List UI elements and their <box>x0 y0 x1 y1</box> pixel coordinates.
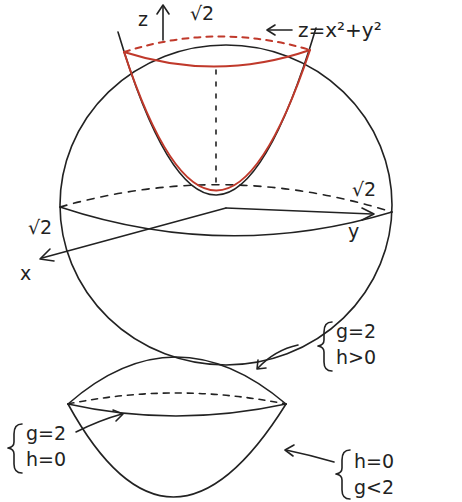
axis-label: z <box>138 10 148 29</box>
condition-label: h>0 <box>336 348 376 367</box>
condition-label: g=2 <box>26 424 66 443</box>
value-label: √2 <box>352 180 376 199</box>
value-label: √2 <box>28 218 52 237</box>
condition-label: h=0 <box>354 452 394 471</box>
leader-line <box>268 29 292 31</box>
brace <box>318 322 332 371</box>
leader-line <box>258 345 298 368</box>
value-label: √2 <box>190 4 214 23</box>
brace <box>336 450 350 499</box>
y-arrowhead <box>362 208 374 220</box>
equator-front <box>60 207 392 236</box>
y-axis <box>226 208 372 214</box>
x-axis <box>42 208 226 258</box>
surface-equation: z=x²+y² <box>298 20 382 40</box>
leader-arrowhead <box>257 360 266 369</box>
z-axis-inside <box>215 70 217 188</box>
x-arrowhead <box>40 249 54 261</box>
cap-rim-front <box>124 50 310 67</box>
condition-label: g=2 <box>336 322 376 341</box>
brace <box>8 424 22 473</box>
z-axis <box>162 6 164 40</box>
solid-top-dome <box>68 357 286 404</box>
axis-label: y <box>348 222 359 241</box>
z-arrowhead <box>157 5 169 14</box>
solid-rim-back <box>68 393 286 404</box>
solid-rim-front <box>68 404 286 416</box>
axis-label: x <box>20 264 31 283</box>
leader-arrowhead <box>113 410 123 421</box>
sphere-outline <box>60 45 392 365</box>
cap-rim-back <box>124 36 310 52</box>
leader-line <box>76 414 122 432</box>
condition-label: h=0 <box>26 450 66 469</box>
solid-bowl <box>68 404 286 497</box>
paraboloid <box>118 28 316 195</box>
leader-arrowhead <box>285 445 294 456</box>
condition-label: g<2 <box>354 478 394 497</box>
leader-arrowhead <box>267 25 275 35</box>
cap-bowl <box>124 50 310 191</box>
